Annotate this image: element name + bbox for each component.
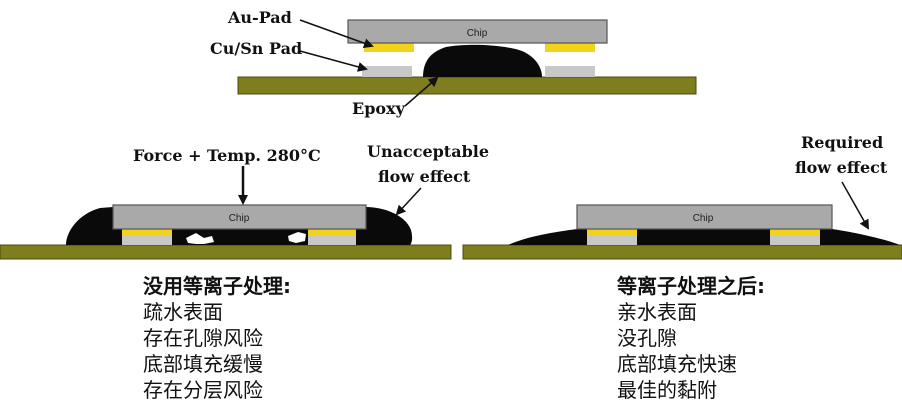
top-chip-label: Chip xyxy=(467,28,488,39)
caption-right-line-2: 没孔隙 xyxy=(617,326,677,350)
top-chip xyxy=(347,19,608,44)
caption-right-title: 等离子处理之后: xyxy=(617,274,765,298)
cusn-pad-label: Cu/Sn Pad xyxy=(210,39,302,58)
left-chip-label: Chip xyxy=(229,213,250,224)
left-chip xyxy=(112,204,367,230)
left-substrate xyxy=(0,244,452,260)
required-leader xyxy=(841,181,869,230)
unacceptable-label-line2: flow effect xyxy=(378,167,471,186)
top-assembly: Chip Au-Pad Cu/Sn Pad Epoxy xyxy=(210,8,697,118)
top-au-pad-right xyxy=(545,43,595,52)
right-epoxy xyxy=(508,229,900,245)
right-cusn-pad-2 xyxy=(770,236,820,245)
left-void-1 xyxy=(186,233,214,244)
right-au-pad-1 xyxy=(587,229,637,236)
caption-left: 没用等离子处理: 疏水表面 存在孔隙风险 底部填充缓慢 存在分层风险 xyxy=(143,273,291,403)
top-cusn-pad-right xyxy=(545,66,595,77)
left-cusn-pad-2 xyxy=(308,236,356,245)
cusn-pad-leader xyxy=(299,50,368,72)
unacceptable-label-line1: Unacceptable xyxy=(367,142,489,161)
right-chip-label: Chip xyxy=(693,213,714,224)
au-pad-leader xyxy=(299,19,374,48)
right-assembly: Chip Required flow effect xyxy=(462,133,902,260)
caption-right: 等离子处理之后: 亲水表面 没孔隙 底部填充快速 最佳的黏附 xyxy=(617,273,765,403)
left-cusn-pad-1 xyxy=(122,236,172,245)
caption-left-line-1: 疏水表面 xyxy=(143,300,223,324)
right-substrate xyxy=(462,244,902,260)
top-cusn-pad-left xyxy=(362,66,412,77)
force-temp-label: Force + Temp. 280°C xyxy=(133,146,321,165)
top-substrate xyxy=(237,76,697,95)
caption-left-line-3: 底部填充缓慢 xyxy=(143,352,263,376)
required-label-line1: Required xyxy=(801,133,883,152)
caption-left-line-2: 存在孔隙风险 xyxy=(143,326,263,350)
right-cusn-pad-1 xyxy=(587,236,637,245)
caption-left-title: 没用等离子处理: xyxy=(143,274,291,298)
epoxy-label: Epoxy xyxy=(352,99,406,118)
right-chip xyxy=(576,204,833,230)
au-pad-label: Au-Pad xyxy=(227,8,292,27)
caption-left-line-4: 存在分层风险 xyxy=(143,378,263,402)
left-epoxy xyxy=(66,207,413,245)
left-void-2 xyxy=(288,232,306,243)
caption-right-line-4: 最佳的黏附 xyxy=(617,378,717,402)
caption-right-line-1: 亲水表面 xyxy=(617,300,697,324)
left-au-pad-2 xyxy=(308,229,356,236)
left-au-pad-1 xyxy=(122,229,172,236)
top-epoxy-blob xyxy=(423,44,542,77)
epoxy-leader xyxy=(404,76,439,107)
required-label-line2: flow effect xyxy=(795,158,888,177)
left-assembly: Chip Force + Temp. 280°C Unacceptable fl… xyxy=(0,142,489,260)
unacceptable-leader xyxy=(395,187,422,216)
caption-right-line-3: 底部填充快速 xyxy=(617,352,737,376)
right-au-pad-2 xyxy=(770,229,820,236)
top-au-pad-left xyxy=(364,43,414,52)
